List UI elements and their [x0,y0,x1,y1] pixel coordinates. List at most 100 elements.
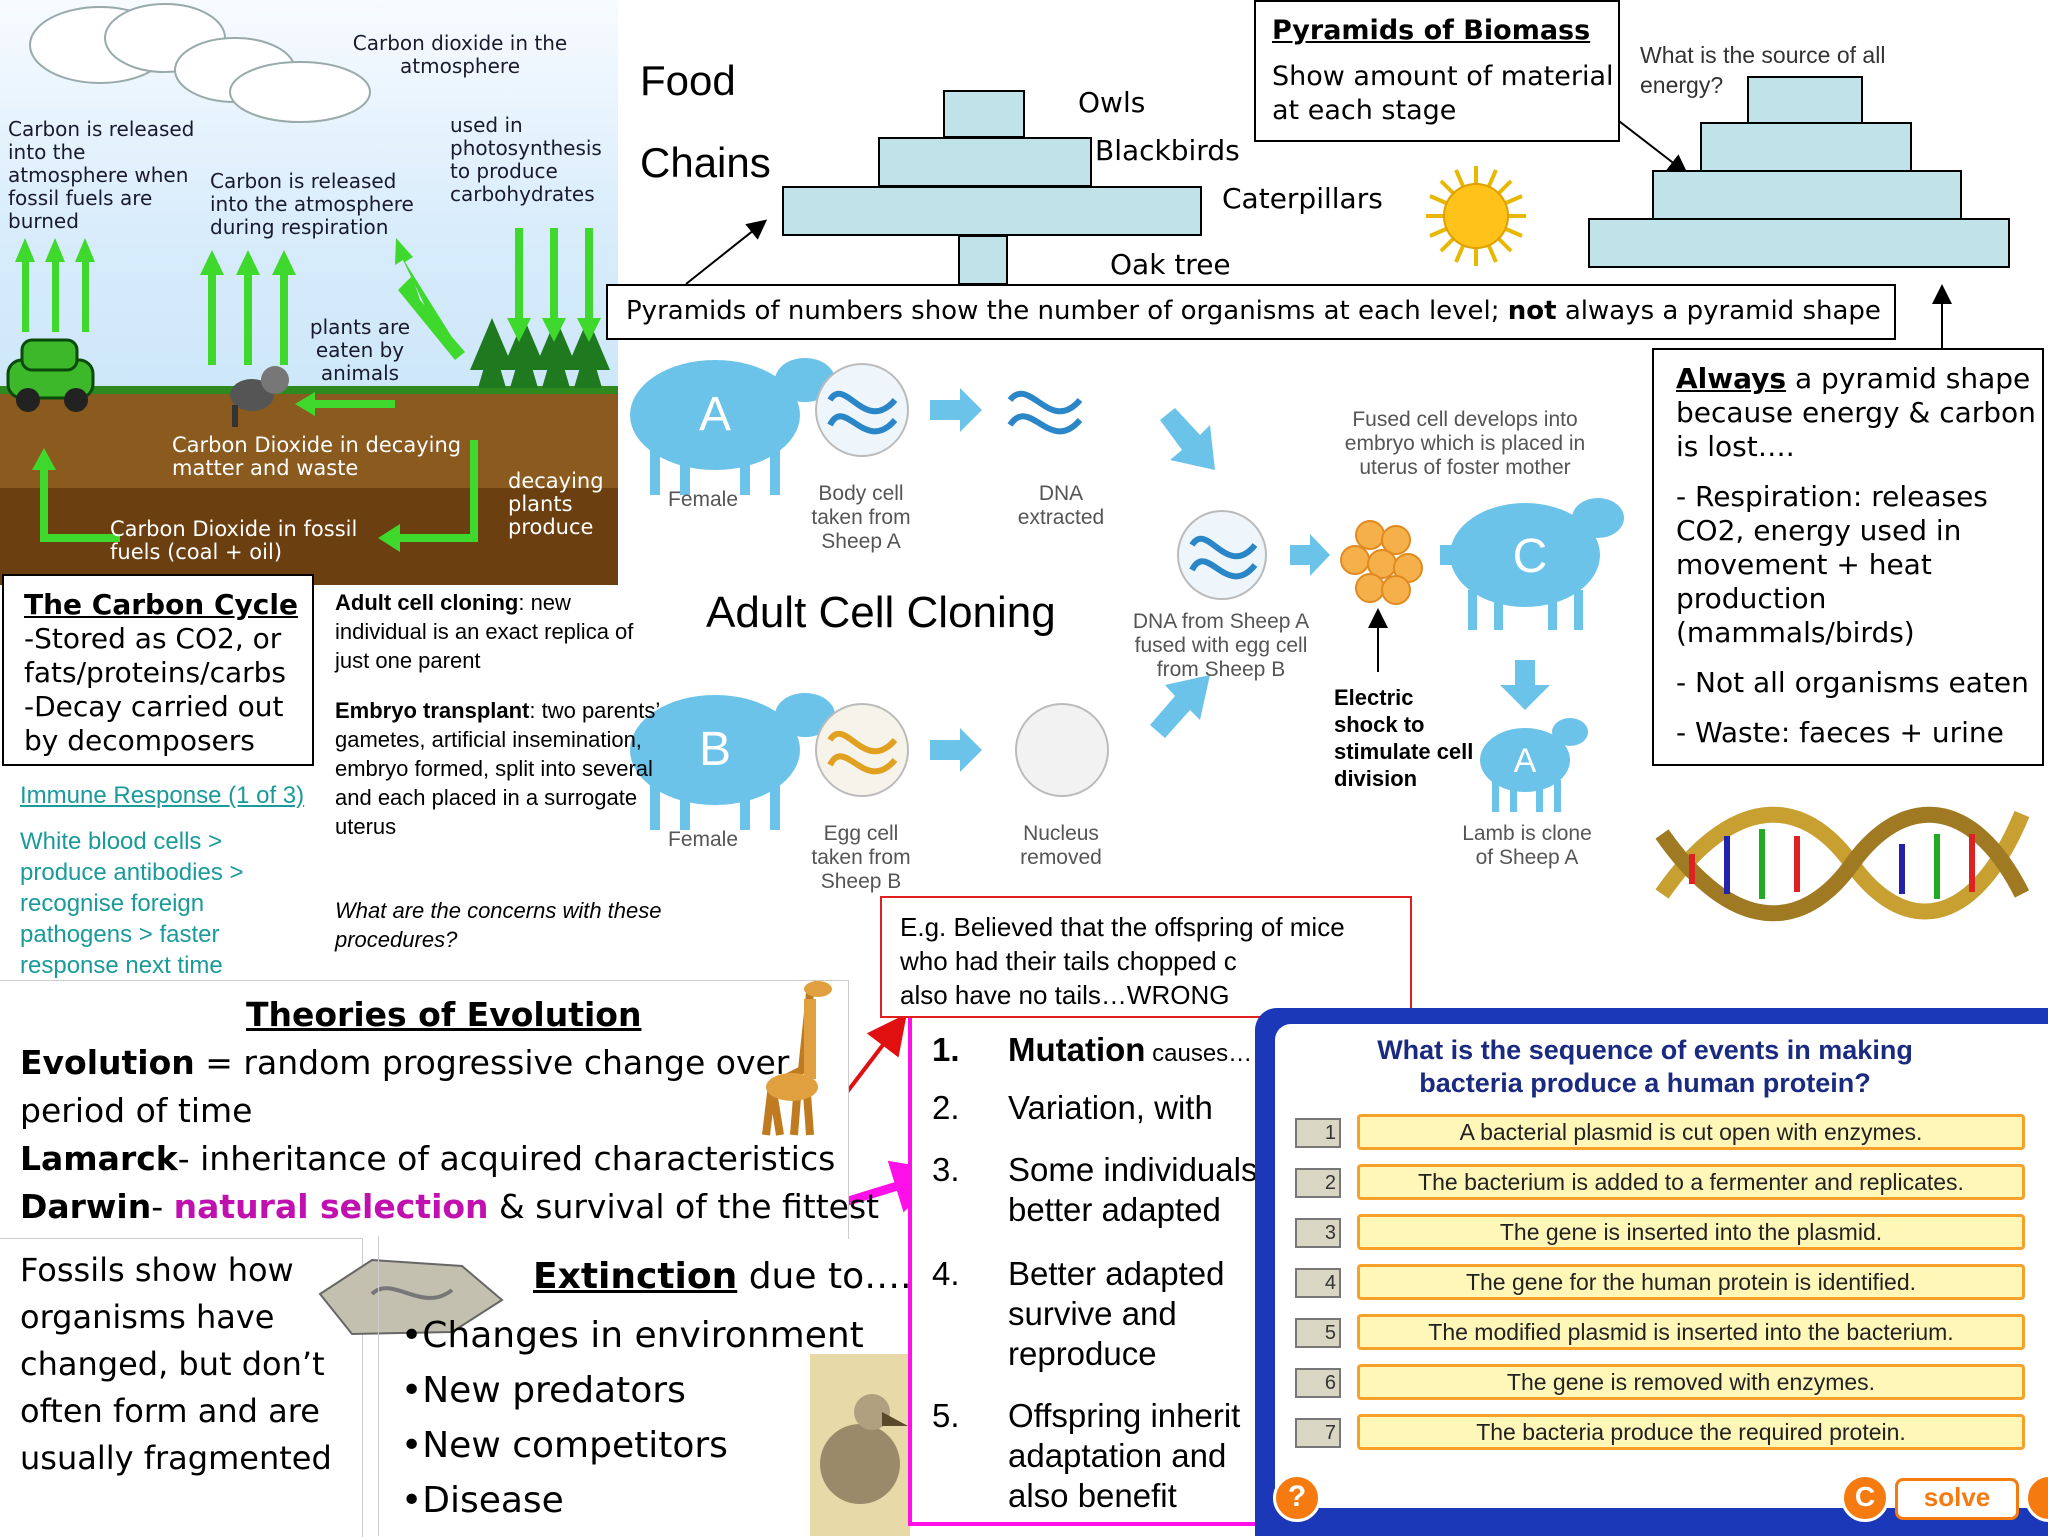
lamarck-line: Lamarck- inheritance of acquired charact… [20,1135,835,1183]
fused-cell-icon [1177,510,1267,600]
quiz-item[interactable]: 5 The modified plasmid is inserted into t… [1295,1314,2048,1350]
nucleus-removed-icon [1015,703,1109,797]
quiz-item-text[interactable]: A bacterial plasmid is cut open with enz… [1357,1114,2025,1150]
evolution-rest: = random progressive change over [194,1043,790,1082]
sun-icon [1426,166,1526,266]
quiz-item[interactable]: 7 The bacteria produce the required prote… [1295,1414,2048,1450]
step-line: reproduce [1008,1335,1157,1372]
step-number: 3. [932,1151,960,1188]
label-female-b: Female [668,828,739,851]
lamarck-example-line: E.g. Believed that the offspring of mice [900,912,1345,942]
sheep-a-letter: A [699,388,731,441]
drag-handle-icon[interactable]: 4 [1295,1268,1341,1298]
quiz-item-text[interactable]: The bacteria produce the required protei… [1357,1414,2025,1450]
drag-handle-icon[interactable]: 7 [1295,1418,1341,1448]
quiz-item[interactable]: 1 A bacterial plasmid is cut open with en… [1295,1114,2048,1150]
lamarck-example-line: also have no tails…WRONG [900,980,1230,1010]
extinction-box: Extinction due to…. •Changes in environm… [378,1236,912,1536]
carbon-summary-line: fats/proteins/carbs [24,656,286,689]
quiz-item-text[interactable]: The gene is inserted into the plasmid. [1357,1214,2025,1250]
biomass-bar-base [1588,218,2010,268]
quiz-item[interactable]: 2 The bacterium is added to a fermenter a… [1295,1164,2048,1200]
quiz-content: What is the sequence of events in making… [1275,1024,2048,1508]
always-line: - Waste: faeces + urine [1676,716,2004,749]
embryo-icon [1340,520,1423,605]
food-chains-title-l1: Food [640,57,736,104]
solve-button[interactable]: solve [1895,1478,2019,1520]
help-button[interactable]: ? [1273,1474,1321,1522]
pyramid-bar-oak [958,235,1008,285]
label-caterpillars: Caterpillars [1222,182,1383,215]
quiz-item-text[interactable]: The bacterium is added to a fermenter an… [1357,1164,2025,1200]
natural-selection-highlight: natural selection [173,1187,489,1226]
step-line: Some individuals [1008,1151,1258,1188]
quiz-item-text[interactable]: The modified plasmid is inserted into th… [1357,1314,2025,1350]
darwin-line: Darwin- natural selection & survival of … [20,1183,879,1231]
quiz-item-text[interactable]: The gene is removed with enzymes. [1357,1364,2025,1400]
label-owls: Owls [1078,86,1146,119]
embryo-transplant-rest: : two parents’ gametes, artificial insem… [335,698,660,839]
step-bold: Mutation [1008,1031,1146,1068]
immune-response-link[interactable]: Immune Response (1 of 3) [20,782,305,809]
carbon-cycle-art [0,3,618,585]
extinction-item: •Changes in environment [401,1315,864,1356]
drag-handle-icon[interactable]: 1 [1295,1118,1341,1148]
body-cell-icon [815,363,909,457]
quiz-item[interactable]: 6 The gene is removed with enzymes. [1295,1364,2048,1400]
cloud-icon [29,3,371,123]
quiz-item[interactable]: 4 The gene for the human protein is ident… [1295,1264,2048,1300]
fossils-text: Fossils show how organisms have changed,… [20,1247,332,1482]
pyramid-bar-blackbirds [878,137,1092,187]
always-pyramid-box: Always a pyramid shape because energy & … [1652,348,2044,766]
extinction-title-bold: Extinction [533,1256,738,1297]
food-chains-title: Food Chains [640,40,771,204]
label-fused: DNA from Sheep A fused with egg cell fro… [1132,610,1310,681]
always-line: because energy & carbon [1676,396,2036,429]
sheep-c-letter: C [1513,530,1548,583]
carbon-summary-line: -Stored as CO2, or [24,622,282,655]
drag-handle-icon[interactable]: 6 [1295,1368,1341,1398]
biomass-line: at each stage [1272,95,1457,126]
label-dna-extracted: DNA extracted [1017,482,1105,529]
drag-handle-icon[interactable]: 5 [1295,1318,1341,1348]
step-text: Variation, with [1008,1089,1213,1126]
extinction-item: •New predators [401,1370,686,1411]
quiz-panel: What is the sequence of events in making… [1255,1008,2048,1536]
car-icon [6,338,95,412]
sheep-a-icon [630,358,835,495]
step-line: adaptation and [1008,1437,1227,1474]
drag-handle-icon[interactable]: 2 [1295,1168,1341,1198]
quiz-item[interactable]: 3 The gene is inserted into the plasmid. [1295,1214,2048,1250]
label-decaying-plants: decaying plants produce [508,469,604,539]
biomass-bar-top [1747,76,1863,124]
step-rest: causes… [1145,1040,1253,1067]
extinction-list: •Changes in environment •New predators •… [401,1308,864,1528]
label-oak: Oak tree [1110,248,1231,281]
darwin-dash: - [151,1187,174,1226]
always-line: CO2, energy used in [1676,514,1962,547]
dna-extracted-icon [1007,390,1083,435]
lamarck-example-line: who had their tails chopped c [900,946,1237,976]
lamb-letter: A [1514,742,1537,780]
drag-handle-icon[interactable]: 3 [1295,1218,1341,1248]
lamarck-example-box: E.g. Believed that the offspring of mice… [880,896,1412,1018]
biomass-line: Show amount of material [1272,61,1614,92]
biomass-bar-2 [1700,122,1912,172]
trees-icon [470,318,610,388]
extinction-item: •New competitors [401,1425,728,1466]
label-embryo: Fused cell develops into embryo which is… [1344,408,1586,479]
sheep-c-icon [1450,498,1624,630]
pyramid-bar-owls [943,90,1025,138]
fossils-line: often form and are [20,1392,320,1430]
reset-button[interactable]: C [1841,1474,1889,1522]
egg-cell-icon [815,703,909,797]
quiz-item-text[interactable]: The gene for the human protein is identi… [1357,1264,2025,1300]
step-number: 5. [932,1397,960,1434]
label-egg-cell: Egg cell taken from Sheep B [811,822,911,893]
energy-question: What is the source of all energy? [1640,42,1886,98]
step-line: better adapted [1008,1191,1221,1228]
concerns-question: What are the concerns with these procedu… [335,898,662,952]
always-line: production [1676,582,1827,615]
step-number: 2. [932,1089,960,1126]
